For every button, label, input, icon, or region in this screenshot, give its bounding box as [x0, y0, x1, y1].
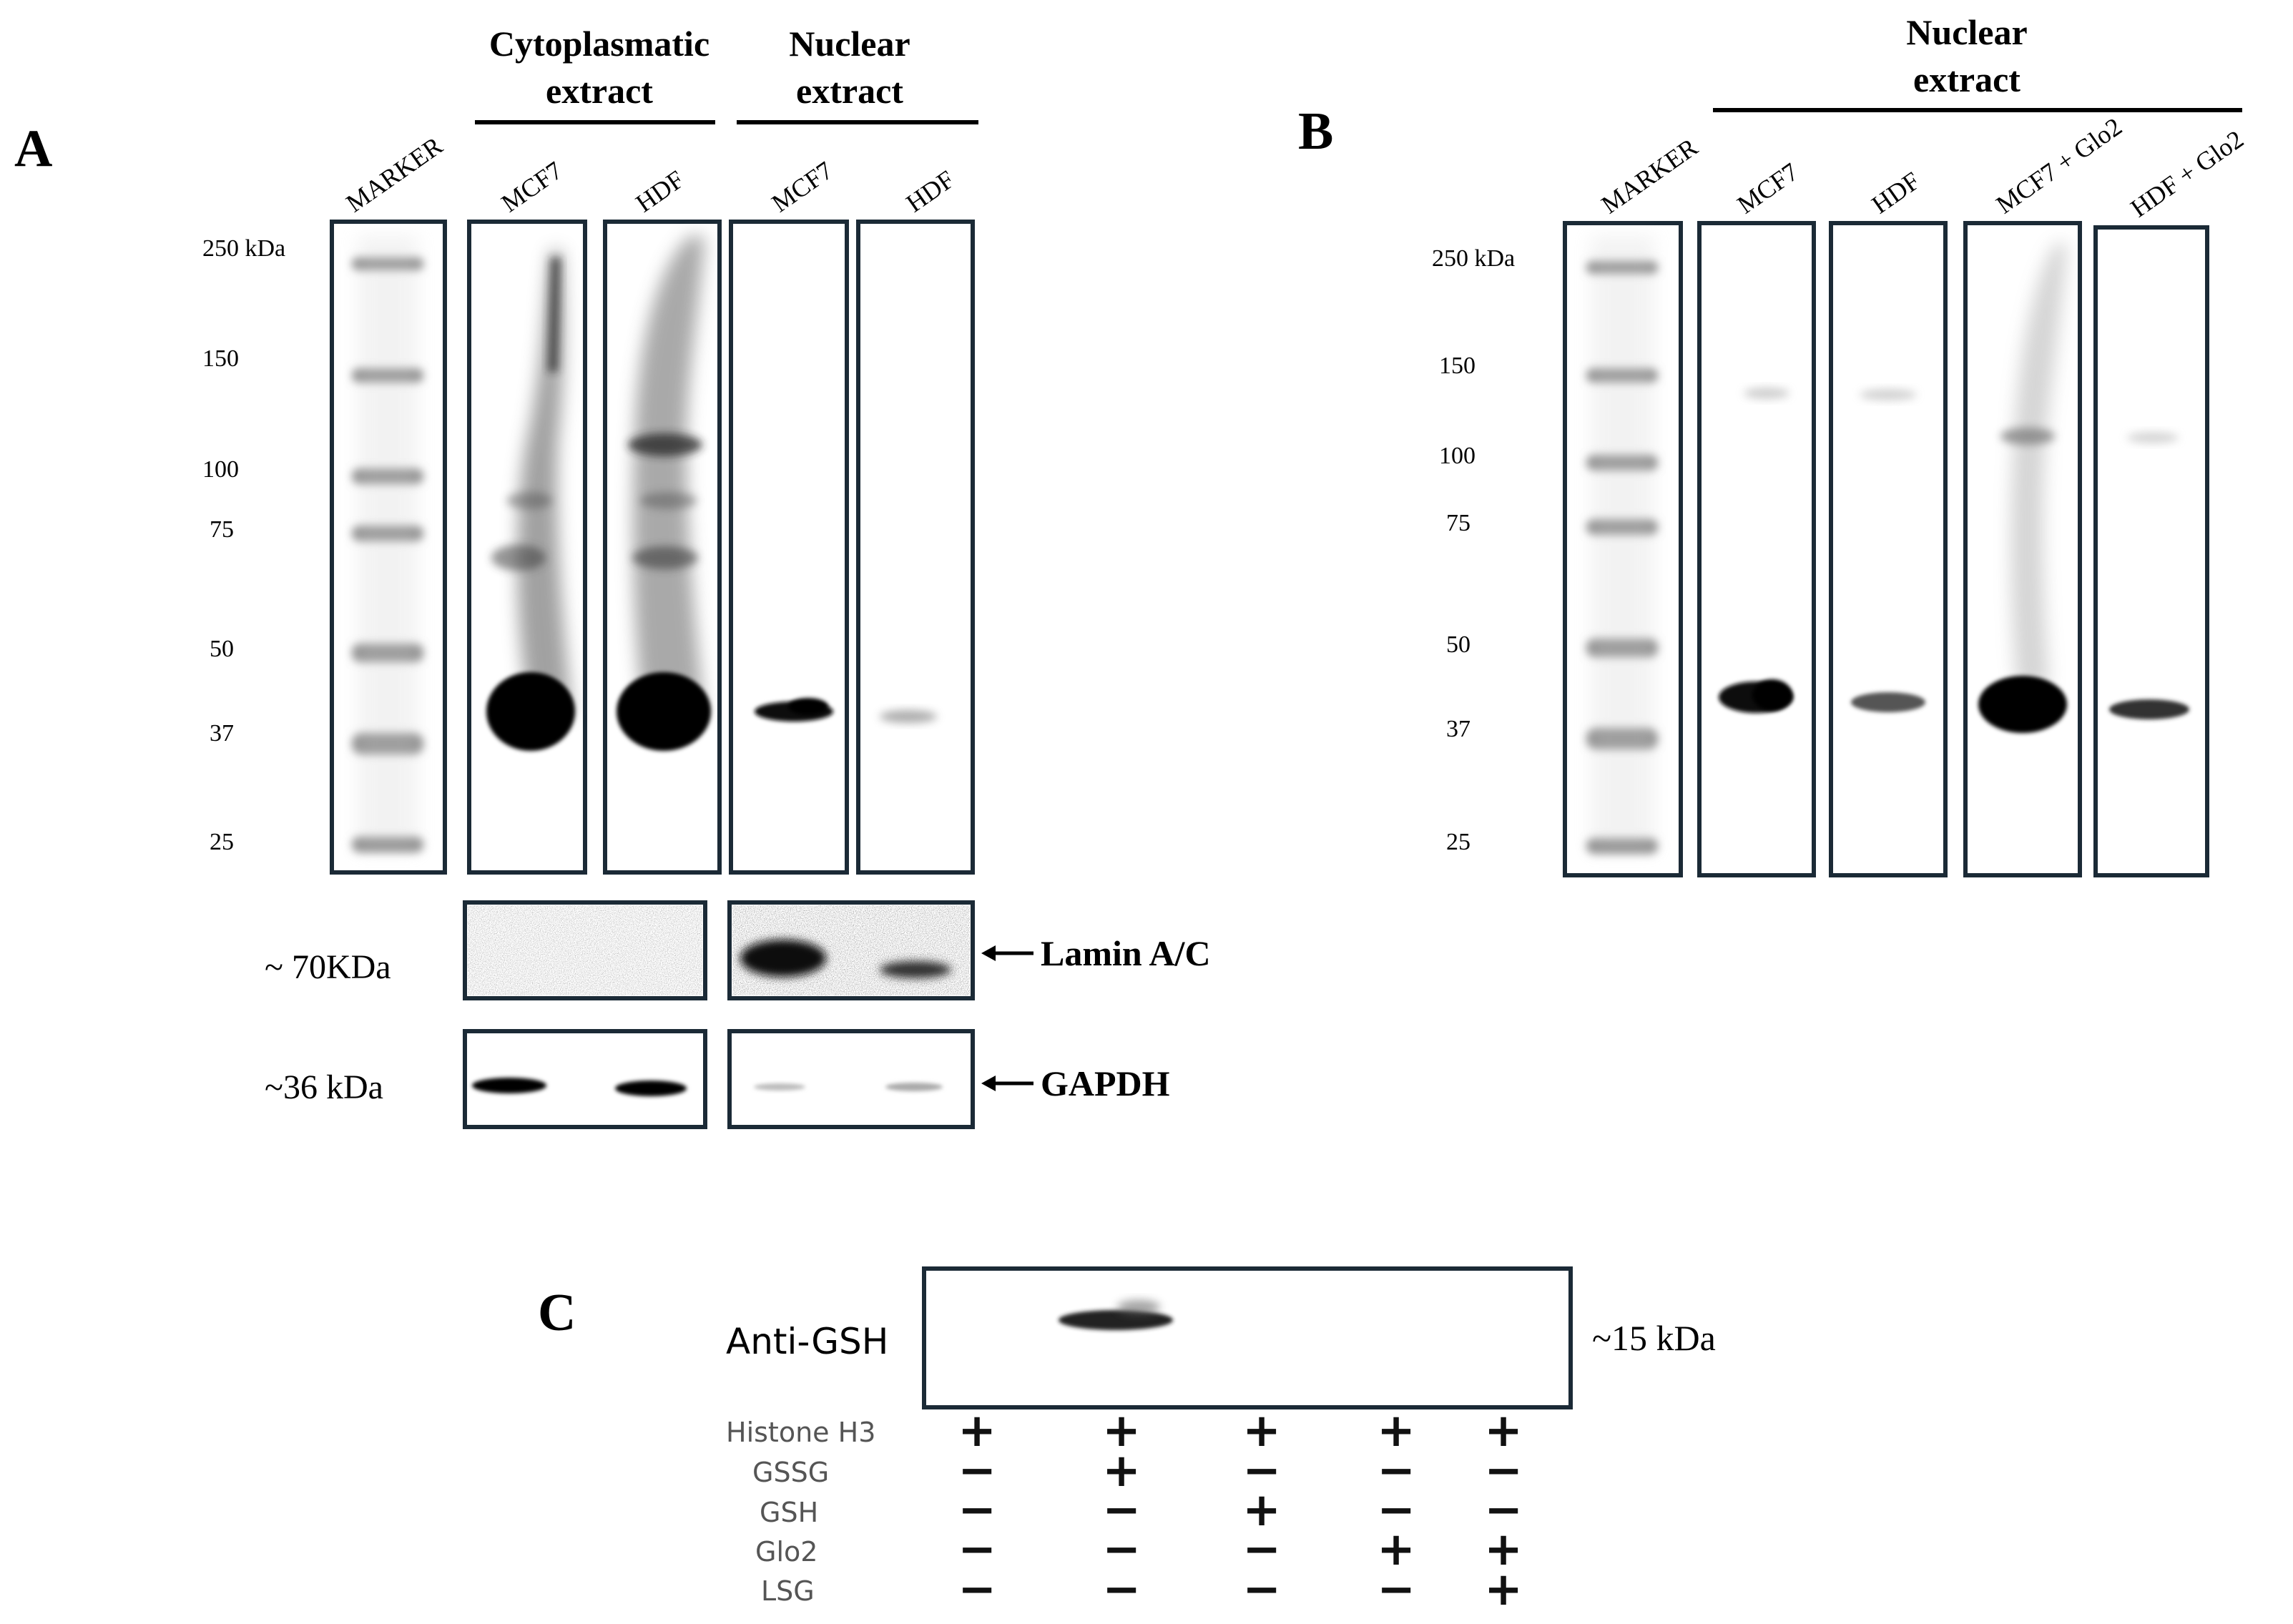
- panel-a-lane-mcf7-nuc: MCF7: [767, 156, 838, 218]
- panel-b-mw-37: 37: [1446, 716, 1470, 742]
- panel-c-sign: −: [1377, 1563, 1415, 1616]
- panel-b-letter: B: [1298, 102, 1333, 161]
- panel-c-signs: +++++−+−−−−−+−−−−−++−−−−+: [958, 1404, 1523, 1616]
- panel-c-row-label-glo2: Glo2: [755, 1536, 817, 1568]
- panel-c-sign: +: [1484, 1404, 1523, 1457]
- panel-c-sign: −: [1102, 1563, 1141, 1616]
- panel-a-cyto-header-line1: Cytoplasmatic: [489, 24, 709, 64]
- panel-a-gapdh-label: GAPDH: [1041, 1063, 1170, 1103]
- panel-a-blot-mcf7-cyto: [467, 220, 587, 875]
- panel-c-sign: −: [1484, 1445, 1523, 1497]
- panel-b-nuc-header: Nuclear extract: [1713, 12, 2242, 112]
- panel-c-sign: −: [958, 1563, 996, 1616]
- panel-b-lane-mcf7: MCF7: [1732, 157, 1804, 220]
- panel-b-mw-100: 100: [1439, 443, 1476, 469]
- panel-c-row-label-lsg: LSG: [761, 1575, 815, 1607]
- panel-c-sign: −: [1102, 1523, 1141, 1576]
- panel-c-sign: +: [1484, 1563, 1523, 1616]
- panel-b-blot-marker: [1563, 221, 1683, 877]
- panel-a-mw-25: 25: [210, 829, 234, 855]
- panel-c-sign: +: [1102, 1404, 1141, 1457]
- panel-b-mw-25: 25: [1446, 829, 1470, 855]
- panel-a-blot-marker: [330, 220, 447, 875]
- panel-a-mw-250: 250 kDa: [202, 235, 285, 262]
- panel-a-lamin-blot-nuc: [727, 900, 975, 1000]
- panel-a-lamin-size: ~ 70KDa: [265, 948, 391, 986]
- panel-b-mw-50: 50: [1446, 631, 1470, 658]
- panel-b-blot-mcf7-glo2: [1963, 221, 2082, 877]
- panel-c-sign: +: [958, 1404, 996, 1457]
- panel-a-gapdh-blot-nuc: [727, 1029, 975, 1129]
- panel-c-sign: −: [958, 1445, 996, 1497]
- panel-a-lamin-blot-cyto: [463, 900, 707, 1000]
- panel-b-nuc-header-line1: Nuclear: [1906, 12, 2027, 52]
- panel-b-blot-mcf7: [1697, 221, 1816, 877]
- panel-a-cyto-header-line2: extract: [546, 71, 653, 111]
- panel-c-sign: +: [1102, 1445, 1141, 1497]
- panel-a-blot-hdf-cyto: [603, 220, 722, 875]
- panel-a-lane-mcf7-cyto: MCF7: [496, 156, 568, 218]
- panel-a-blot-hdf-nuc: [856, 220, 975, 875]
- panel-a-nuc-header-line1: Nuclear: [789, 24, 910, 64]
- panel-b-nuc-header-line2: extract: [1913, 59, 2021, 99]
- panel-a-gapdh-blot-cyto: [463, 1029, 707, 1129]
- lamin-arrow: [981, 945, 1033, 961]
- panel-c-sign: +: [1377, 1404, 1415, 1457]
- panel-c-row-label-histone: Histone H3: [726, 1417, 875, 1448]
- panel-b-mw-ladder-labels: 250 kDa 150 100 75 50 37 25: [1432, 245, 1515, 855]
- panel-a-lane-hdf-cyto: HDF: [631, 164, 689, 217]
- panel-b-mw-75: 75: [1446, 510, 1470, 536]
- panel-a-lane-hdf-nuc: HDF: [901, 164, 960, 217]
- panel-b-mw-150: 150: [1439, 353, 1476, 379]
- panel-c-sign: −: [958, 1484, 996, 1537]
- panel-c-antibody-label: Anti-GSH: [726, 1321, 888, 1362]
- panel-a-lamin-label: Lamin A/C: [1041, 933, 1211, 973]
- panel-c-sign: −: [1242, 1523, 1281, 1576]
- panel-b-lane-marker: MARKER: [1596, 132, 1703, 219]
- panel-a-mw-150: 150: [202, 345, 239, 372]
- panel-a-mw-ladder-labels: 250 kDa 150 100 75 50 37 25: [202, 235, 285, 855]
- panel-c-sign: −: [958, 1523, 996, 1576]
- panel-a-nuc-header-line2: extract: [796, 71, 903, 111]
- panel-c-row-label-gssg: GSSG: [752, 1457, 829, 1488]
- panel-b-blot-hdf-glo2: [2093, 225, 2209, 877]
- panel-b-lane-hdf-glo2: HDF + Glo2: [2126, 124, 2249, 222]
- panel-c-sign: −: [1377, 1484, 1415, 1537]
- panel-b-lane-mcf7-glo2: MCF7 + Glo2: [1991, 112, 2127, 220]
- panel-a-nuc-header: Nuclear extract: [737, 24, 978, 124]
- gapdh-arrow: [981, 1076, 1033, 1091]
- panel-b-lane-hdf: HDF: [1867, 166, 1925, 219]
- panel-a-blot-mcf7-nuc: [729, 220, 849, 875]
- panel-c-sign: +: [1242, 1484, 1281, 1537]
- panel-c-sign: −: [1377, 1445, 1415, 1497]
- panel-c-sign: −: [1102, 1484, 1141, 1537]
- panel-b-mw-250: 250 kDa: [1432, 245, 1515, 272]
- panel-a-mw-75: 75: [210, 516, 234, 543]
- panel-a-mw-100: 100: [202, 456, 239, 483]
- panel-c-sign: +: [1484, 1523, 1523, 1576]
- panel-c-treatment-table: Histone H3 GSSG GSH Glo2 LSG: [726, 1417, 875, 1607]
- panel-a-mw-37: 37: [210, 720, 234, 747]
- panel-c-sign: +: [1242, 1404, 1281, 1457]
- panel-c-sign: +: [1377, 1523, 1415, 1576]
- panel-c-blot: [922, 1266, 1573, 1409]
- panel-b-blot-hdf: [1829, 221, 1948, 877]
- panel-c-row-label-gsh: GSH: [760, 1497, 818, 1528]
- panel-c-sign: −: [1242, 1445, 1281, 1497]
- panel-a-lane-marker: MARKER: [341, 131, 448, 217]
- panel-c-sign: −: [1484, 1484, 1523, 1537]
- panel-a-letter: A: [14, 119, 52, 178]
- panel-c-size-label: ~15 kDa: [1592, 1318, 1716, 1358]
- panel-a-gapdh-size: ~36 kDa: [265, 1068, 383, 1106]
- panel-a-cyto-header: Cytoplasmatic extract: [475, 24, 715, 124]
- panel-c-sign: −: [1242, 1563, 1281, 1616]
- panel-a-mw-50: 50: [210, 636, 234, 662]
- panel-c-letter: C: [538, 1284, 576, 1342]
